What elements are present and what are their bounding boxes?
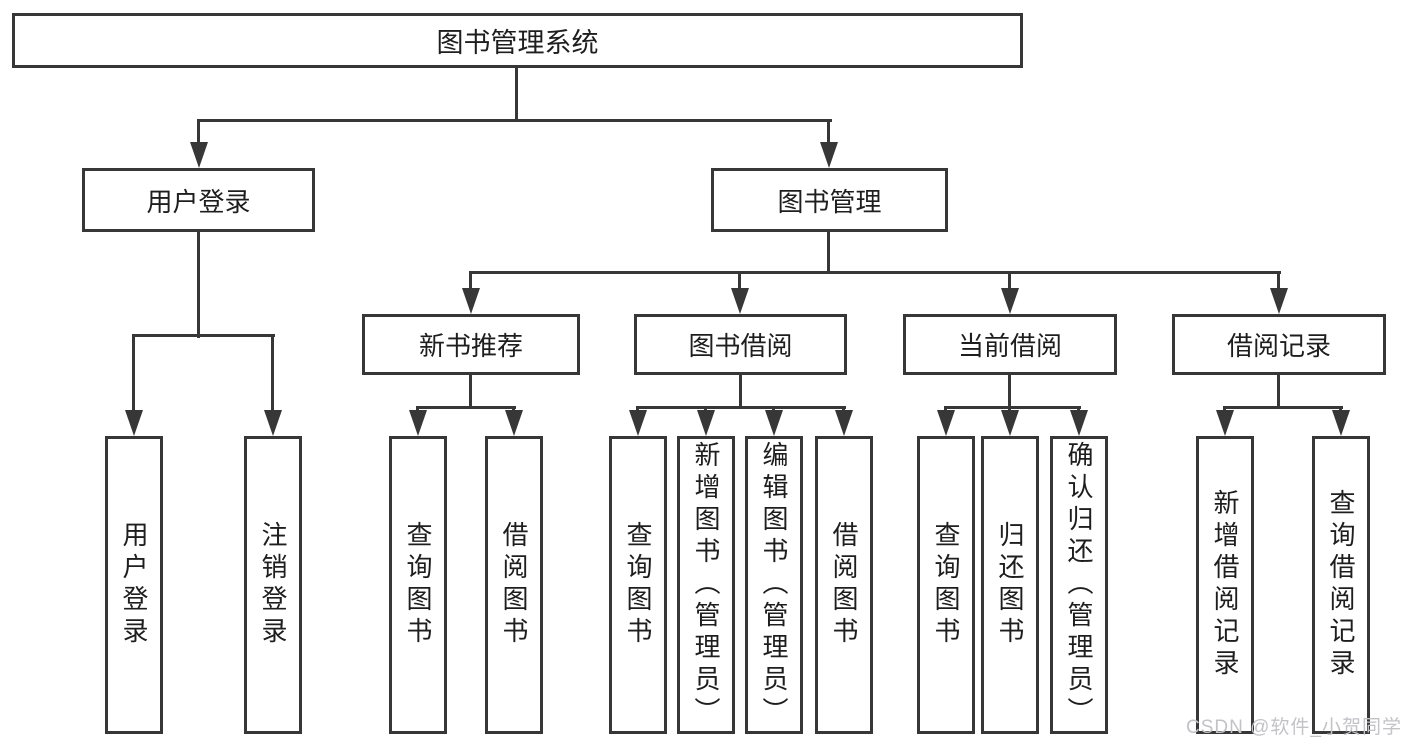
connector-line bbox=[1223, 406, 1343, 409]
node-edit-books-admin: 编辑图书（管理员） bbox=[745, 436, 803, 734]
connector-line bbox=[271, 334, 274, 413]
node-borrow-books-label: 借阅图书 bbox=[829, 521, 859, 649]
node-book-borrowing-label: 图书借阅 bbox=[688, 331, 793, 361]
connector-arrowhead bbox=[1070, 410, 1088, 436]
connector-line bbox=[132, 334, 275, 337]
connector-arrowhead bbox=[190, 142, 208, 168]
connector-line bbox=[827, 119, 830, 145]
connector-arrowhead bbox=[264, 410, 282, 436]
connector-arrowhead bbox=[820, 142, 838, 168]
connector-line bbox=[469, 271, 472, 292]
node-new-book-recommendation-label: 新书推荐 bbox=[418, 331, 523, 361]
node-borrowing-records-label: 借阅记录 bbox=[1226, 331, 1331, 361]
connector-arrowhead bbox=[1001, 288, 1019, 314]
connector-arrowhead bbox=[1332, 410, 1350, 436]
node-return-books-label: 归还图书 bbox=[995, 521, 1025, 649]
node-add-borrow-record-label: 新增借阅记录 bbox=[1210, 489, 1240, 681]
node-borrow-books-recommend: 借阅图书 bbox=[485, 436, 543, 734]
connector-line bbox=[636, 406, 639, 413]
node-book-management: 图书管理 bbox=[711, 168, 948, 232]
node-logout-label: 注销登录 bbox=[258, 521, 288, 649]
connector-line bbox=[1008, 271, 1011, 292]
connector-line bbox=[636, 406, 846, 409]
node-add-books-admin: 新增图书（管理员） bbox=[677, 436, 735, 734]
connector-arrowhead bbox=[765, 410, 783, 436]
node-confirm-return-admin-label: 确认归还（管理员） bbox=[1064, 441, 1094, 729]
node-borrow-books: 借阅图书 bbox=[815, 436, 873, 734]
connector-arrowhead bbox=[697, 410, 715, 436]
node-borrow-books-recommend-label: 借阅图书 bbox=[499, 521, 529, 649]
node-query-books-recommend-label: 查询图书 bbox=[403, 521, 433, 649]
node-borrowing-records: 借阅记录 bbox=[1172, 314, 1386, 375]
connector-arrowhead bbox=[125, 410, 143, 436]
node-library-management-system-label: 图书管理系统 bbox=[436, 28, 599, 58]
connector-arrowhead bbox=[1216, 410, 1234, 436]
connector-line bbox=[132, 334, 135, 413]
connector-arrowhead bbox=[409, 410, 427, 436]
connector-line bbox=[739, 375, 742, 409]
connector-line bbox=[842, 406, 845, 413]
node-logout: 注销登录 bbox=[244, 436, 302, 734]
connector-arrowhead bbox=[1001, 410, 1019, 436]
connector-line bbox=[512, 406, 515, 413]
connector-line bbox=[197, 119, 200, 145]
connector-line bbox=[1223, 406, 1226, 413]
connector-line bbox=[197, 119, 832, 122]
connector-line bbox=[772, 406, 775, 413]
connector-line bbox=[469, 271, 1281, 274]
node-user-login-action: 用户登录 bbox=[105, 436, 163, 734]
node-confirm-return-admin: 确认归还（管理员） bbox=[1050, 436, 1108, 734]
connector-arrowhead bbox=[505, 410, 523, 436]
node-new-book-recommendation: 新书推荐 bbox=[362, 314, 580, 375]
connector-line bbox=[1008, 375, 1011, 409]
connector-line bbox=[738, 271, 741, 292]
connector-line bbox=[704, 406, 707, 413]
node-current-borrowing: 当前借阅 bbox=[903, 314, 1117, 375]
node-query-books-current: 查询图书 bbox=[917, 436, 975, 734]
csdn-watermark: CSDN @软件_小贺同学 bbox=[1186, 717, 1402, 738]
connector-arrowhead bbox=[629, 410, 647, 436]
connector-line bbox=[1008, 406, 1011, 413]
connector-arrowhead bbox=[462, 288, 480, 314]
connector-line bbox=[944, 406, 1081, 409]
node-user-login-action-label: 用户登录 bbox=[119, 521, 149, 649]
connector-arrowhead bbox=[937, 410, 955, 436]
node-query-books-borrowing-label: 查询图书 bbox=[623, 521, 653, 649]
node-edit-books-admin-label: 编辑图书（管理员） bbox=[759, 441, 789, 729]
node-add-borrow-record: 新增借阅记录 bbox=[1196, 436, 1254, 734]
node-return-books: 归还图书 bbox=[981, 436, 1039, 734]
connector-line bbox=[944, 406, 947, 413]
connector-line bbox=[469, 375, 472, 409]
connector-line bbox=[416, 406, 516, 409]
connector-arrowhead bbox=[1270, 288, 1288, 314]
connector-line bbox=[1277, 375, 1280, 409]
node-library-management-system: 图书管理系统 bbox=[12, 13, 1023, 68]
connector-line bbox=[197, 232, 200, 338]
node-user-login-label: 用户登录 bbox=[146, 186, 251, 217]
connector-line bbox=[416, 406, 419, 413]
connector-line bbox=[1277, 271, 1280, 292]
connector-arrowhead bbox=[835, 410, 853, 436]
node-current-borrowing-label: 当前借阅 bbox=[957, 331, 1062, 361]
connector-line bbox=[515, 68, 518, 122]
connector-line bbox=[1077, 406, 1080, 413]
node-query-borrow-record: 查询借阅记录 bbox=[1312, 436, 1370, 734]
node-add-books-admin-label: 新增图书（管理员） bbox=[691, 441, 721, 729]
connector-line bbox=[1339, 406, 1342, 413]
node-query-books-current-label: 查询图书 bbox=[931, 521, 961, 649]
node-book-borrowing: 图书借阅 bbox=[634, 314, 847, 375]
node-query-books-recommend: 查询图书 bbox=[389, 436, 447, 734]
node-query-books-borrowing: 查询图书 bbox=[609, 436, 667, 734]
connector-line bbox=[827, 232, 830, 274]
node-user-login: 用户登录 bbox=[82, 168, 315, 232]
node-query-borrow-record-label: 查询借阅记录 bbox=[1326, 489, 1356, 681]
node-book-management-label: 图书管理 bbox=[777, 186, 882, 217]
connector-arrowhead bbox=[731, 288, 749, 314]
